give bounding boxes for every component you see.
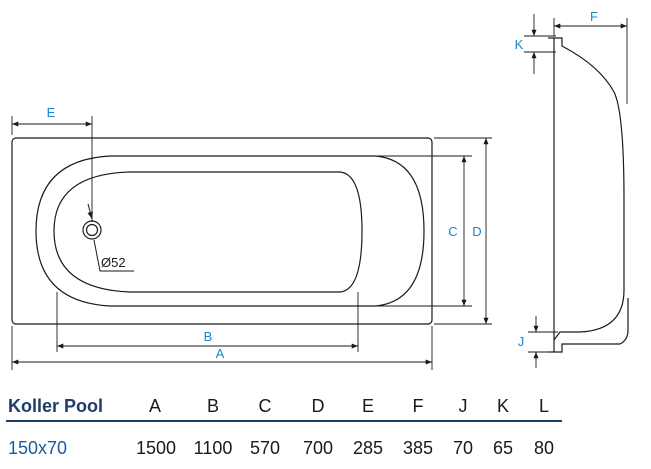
tub-outer-rim (11, 137, 433, 325)
top-view (11, 137, 433, 325)
value-e: 285 (352, 438, 384, 458)
dimension-b-label: B (204, 329, 213, 344)
value-b: 1100 (193, 438, 233, 458)
dimension-f-label: F (590, 9, 598, 24)
drain-inner (85, 223, 99, 237)
value-a: 1500 (135, 438, 177, 458)
value-j: 70 (452, 438, 474, 458)
model-size: 150x70 (8, 438, 68, 458)
value-c: 570 (249, 438, 281, 458)
dimension-j (528, 316, 558, 368)
dimension-c (375, 155, 472, 307)
dimension-j-label: J (518, 334, 525, 349)
value-k: 65 (492, 438, 514, 458)
tub-inner-edge (35, 155, 425, 307)
drain-size-label: Ø52 (101, 255, 126, 270)
dimension-c-label: C (448, 224, 457, 239)
header-f: F (412, 396, 424, 416)
spec-table: Koller Pool A B C D E F J K L 150x70 150… (0, 392, 651, 469)
dimension-d-label: D (472, 224, 481, 239)
dimension-e-label: E (47, 105, 56, 120)
drain-outer (82, 220, 102, 240)
header-a: A (148, 396, 161, 416)
header-b: B (206, 396, 219, 416)
header-d: D (311, 396, 325, 416)
dimension-e (11, 116, 93, 222)
tub-side-profile-inner (553, 38, 629, 353)
header-k: K (496, 396, 509, 416)
side-view (548, 37, 629, 353)
header-c: C (258, 396, 272, 416)
dimension-b (56, 292, 359, 352)
tub-basin (53, 171, 363, 293)
dimension-k-label: K (515, 37, 524, 52)
dimension-f (553, 18, 628, 104)
table-row: 150x70 1500 1100 570 700 285 385 70 65 8… (0, 434, 651, 462)
dimension-a-label: A (216, 346, 225, 361)
value-d: 700 (302, 438, 334, 458)
table-header-row: Koller Pool A B C D E F J K L (0, 392, 651, 420)
drain-callout (87, 203, 134, 272)
header-j: J (458, 396, 468, 416)
bathtub-dimension-diagram: Ø52 E B A C D (11, 9, 629, 370)
table-divider (6, 420, 562, 422)
dimension-d (434, 137, 492, 325)
value-l: 80 (533, 438, 555, 458)
dimension-k (524, 14, 556, 74)
tub-side-profile-outer (553, 37, 625, 341)
header-e: E (361, 396, 374, 416)
header-l: L (538, 396, 549, 416)
dimension-a (11, 326, 433, 370)
value-f: 385 (402, 438, 434, 458)
brand-name: Koller Pool (8, 396, 104, 416)
